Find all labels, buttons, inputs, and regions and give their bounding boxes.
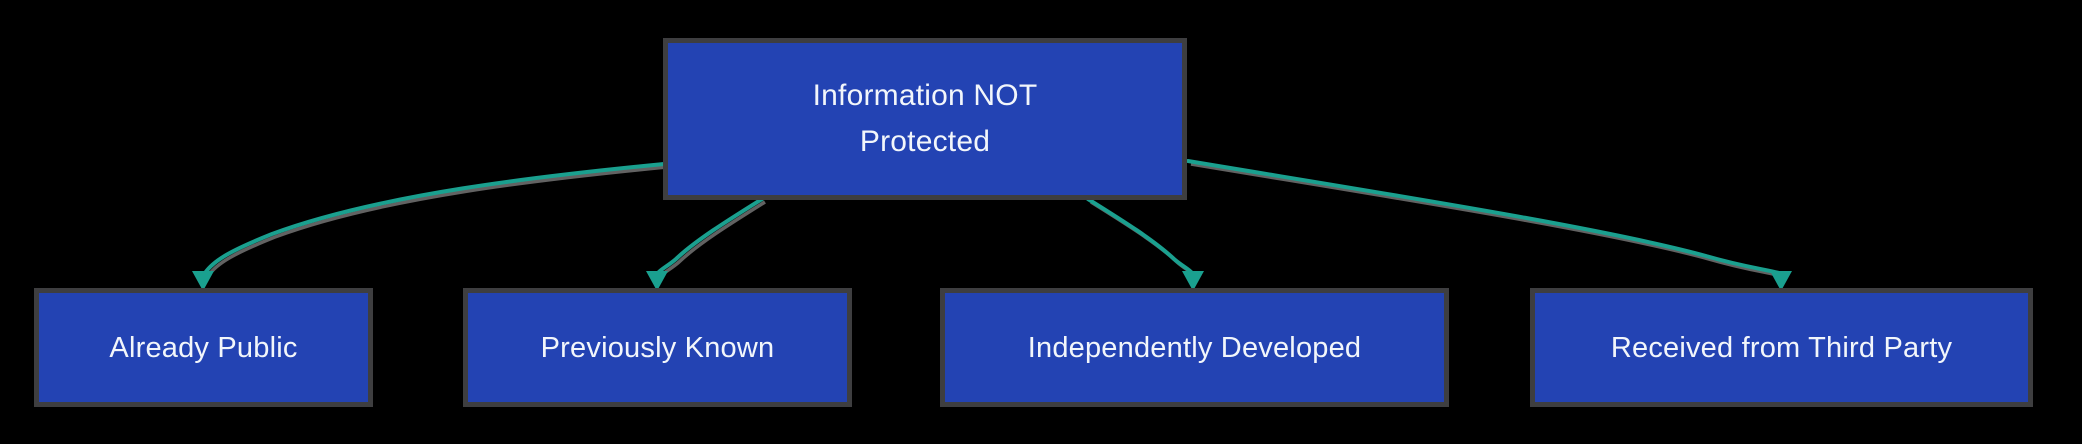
node-received-from-third-party: Received from Third Party xyxy=(1530,288,2033,407)
edge-root-to-independently-developed xyxy=(1086,197,1194,275)
edge-shadow xyxy=(1190,162,1783,278)
node-label: Previously Known xyxy=(540,331,775,364)
arrowhead-down-icon xyxy=(646,271,668,291)
node-already-public: Already Public xyxy=(34,288,373,407)
arrowhead-down-icon xyxy=(1770,271,1792,291)
node-label: Received from Third Party xyxy=(1610,331,1953,364)
edge-shadow xyxy=(659,200,766,278)
node-information-not-protected: Information NOT Protected xyxy=(663,38,1187,200)
edge-root-to-previously-known xyxy=(656,197,764,275)
edge-root-to-already-public xyxy=(203,162,666,275)
arrowhead-down-icon xyxy=(1182,271,1204,291)
node-independently-developed: Independently Developed xyxy=(940,288,1449,407)
edge-root-to-received-from-third-party xyxy=(1186,159,1781,275)
edge-shadow xyxy=(206,165,668,278)
node-label: Independently Developed xyxy=(1027,331,1362,364)
node-label-line: Information NOT xyxy=(812,79,1038,112)
node-label: Already Public xyxy=(109,331,298,364)
node-label-line: Protected xyxy=(859,125,991,158)
node-previously-known: Previously Known xyxy=(463,288,852,407)
arrowhead-down-icon xyxy=(192,271,214,291)
